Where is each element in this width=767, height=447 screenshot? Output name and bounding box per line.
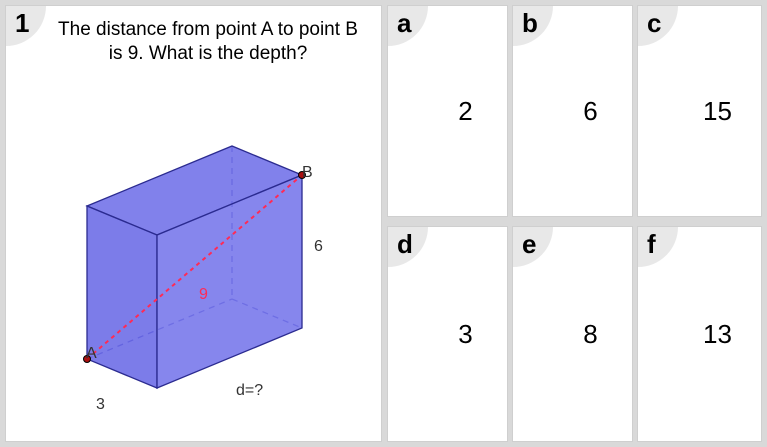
label-diagonal: 9 xyxy=(199,286,208,303)
question-panel: 1 The distance from point A to point B i… xyxy=(5,5,382,442)
answer-value: 6 xyxy=(583,95,598,126)
answer-option-a[interactable]: a 2 xyxy=(387,5,508,217)
box-right-face xyxy=(156,174,303,389)
answer-value: 13 xyxy=(703,318,732,349)
label-point-b: B xyxy=(302,164,313,181)
label-point-a: A xyxy=(86,345,97,362)
label-height: 6 xyxy=(314,238,323,255)
answer-option-f[interactable]: f 13 xyxy=(637,226,762,442)
answer-value: 2 xyxy=(458,95,473,126)
cuboid-diagram: A B 9 6 3 d=? xyxy=(83,145,323,413)
label-depth: d=? xyxy=(236,382,263,399)
diagonal-ab xyxy=(86,174,303,360)
answer-option-c[interactable]: c 15 xyxy=(637,5,762,217)
point-a-marker xyxy=(83,355,91,363)
question-text: The distance from point A to point B is … xyxy=(58,19,358,64)
question-number: 1 xyxy=(6,6,46,46)
point-b-marker xyxy=(298,171,306,179)
answer-option-e[interactable]: e 8 xyxy=(512,226,633,442)
answer-option-d[interactable]: d 3 xyxy=(387,226,508,442)
answer-value: 8 xyxy=(583,318,598,349)
box-front-face xyxy=(86,205,158,389)
answer-value: 15 xyxy=(703,95,732,126)
answer-value: 3 xyxy=(458,318,473,349)
label-width: 3 xyxy=(96,396,105,413)
answer-option-b[interactable]: b 6 xyxy=(512,5,633,217)
